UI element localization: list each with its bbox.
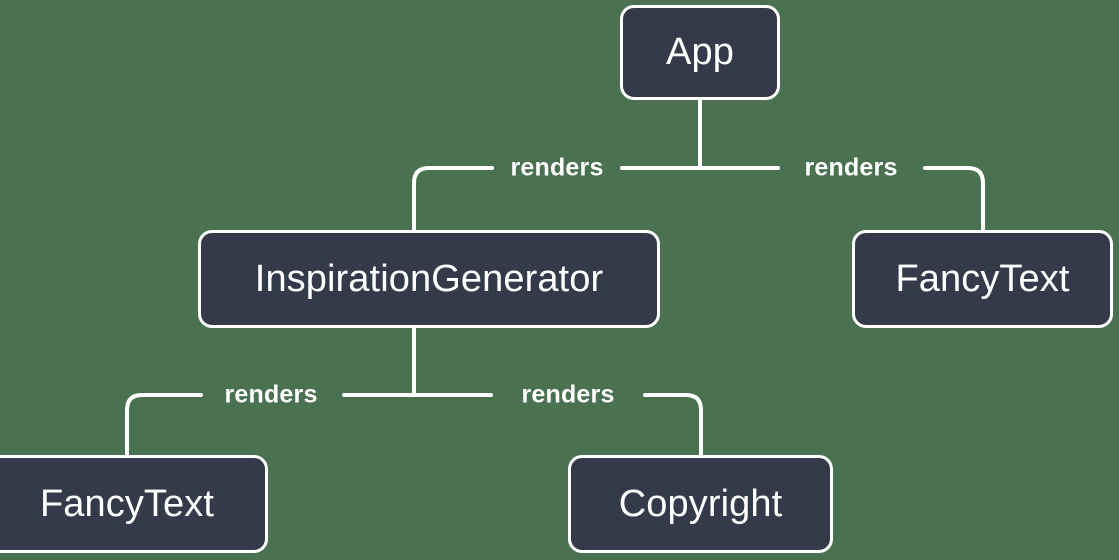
node-fancytext-right-label: FancyText (895, 257, 1070, 300)
edge-label-inspiration-generator-to-fancytext-bottom: renders (224, 380, 318, 409)
edge-label-app-to-fancytext-right: renders (804, 153, 898, 182)
edge-label-inspiration-generator-to-copyright: renders (521, 380, 615, 409)
node-app[interactable]: App (620, 5, 780, 100)
node-copyright-label: Copyright (618, 482, 783, 525)
edge-label-app-to-inspiration-generator: renders (510, 153, 604, 182)
node-inspiration-generator[interactable]: InspirationGenerator (198, 230, 660, 328)
edge-app-to-inspiration-generator-elbow (412, 166, 494, 232)
node-fancytext-right[interactable]: FancyText (852, 230, 1113, 328)
edge-inspiration-generator-to-copyright-elbow (643, 393, 703, 457)
node-fancytext-bottom[interactable]: FancyText (0, 455, 268, 553)
node-inspiration-generator-label: InspirationGenerator (254, 257, 604, 300)
node-copyright[interactable]: Copyright (568, 455, 833, 553)
node-app-label: App (666, 31, 734, 73)
edge-inspiration-generator-to-fancytext-bottom-elbow (125, 393, 203, 457)
edge-app-to-fancytext-right-elbow (923, 166, 985, 232)
node-fancytext-bottom-label: FancyText (39, 482, 215, 525)
